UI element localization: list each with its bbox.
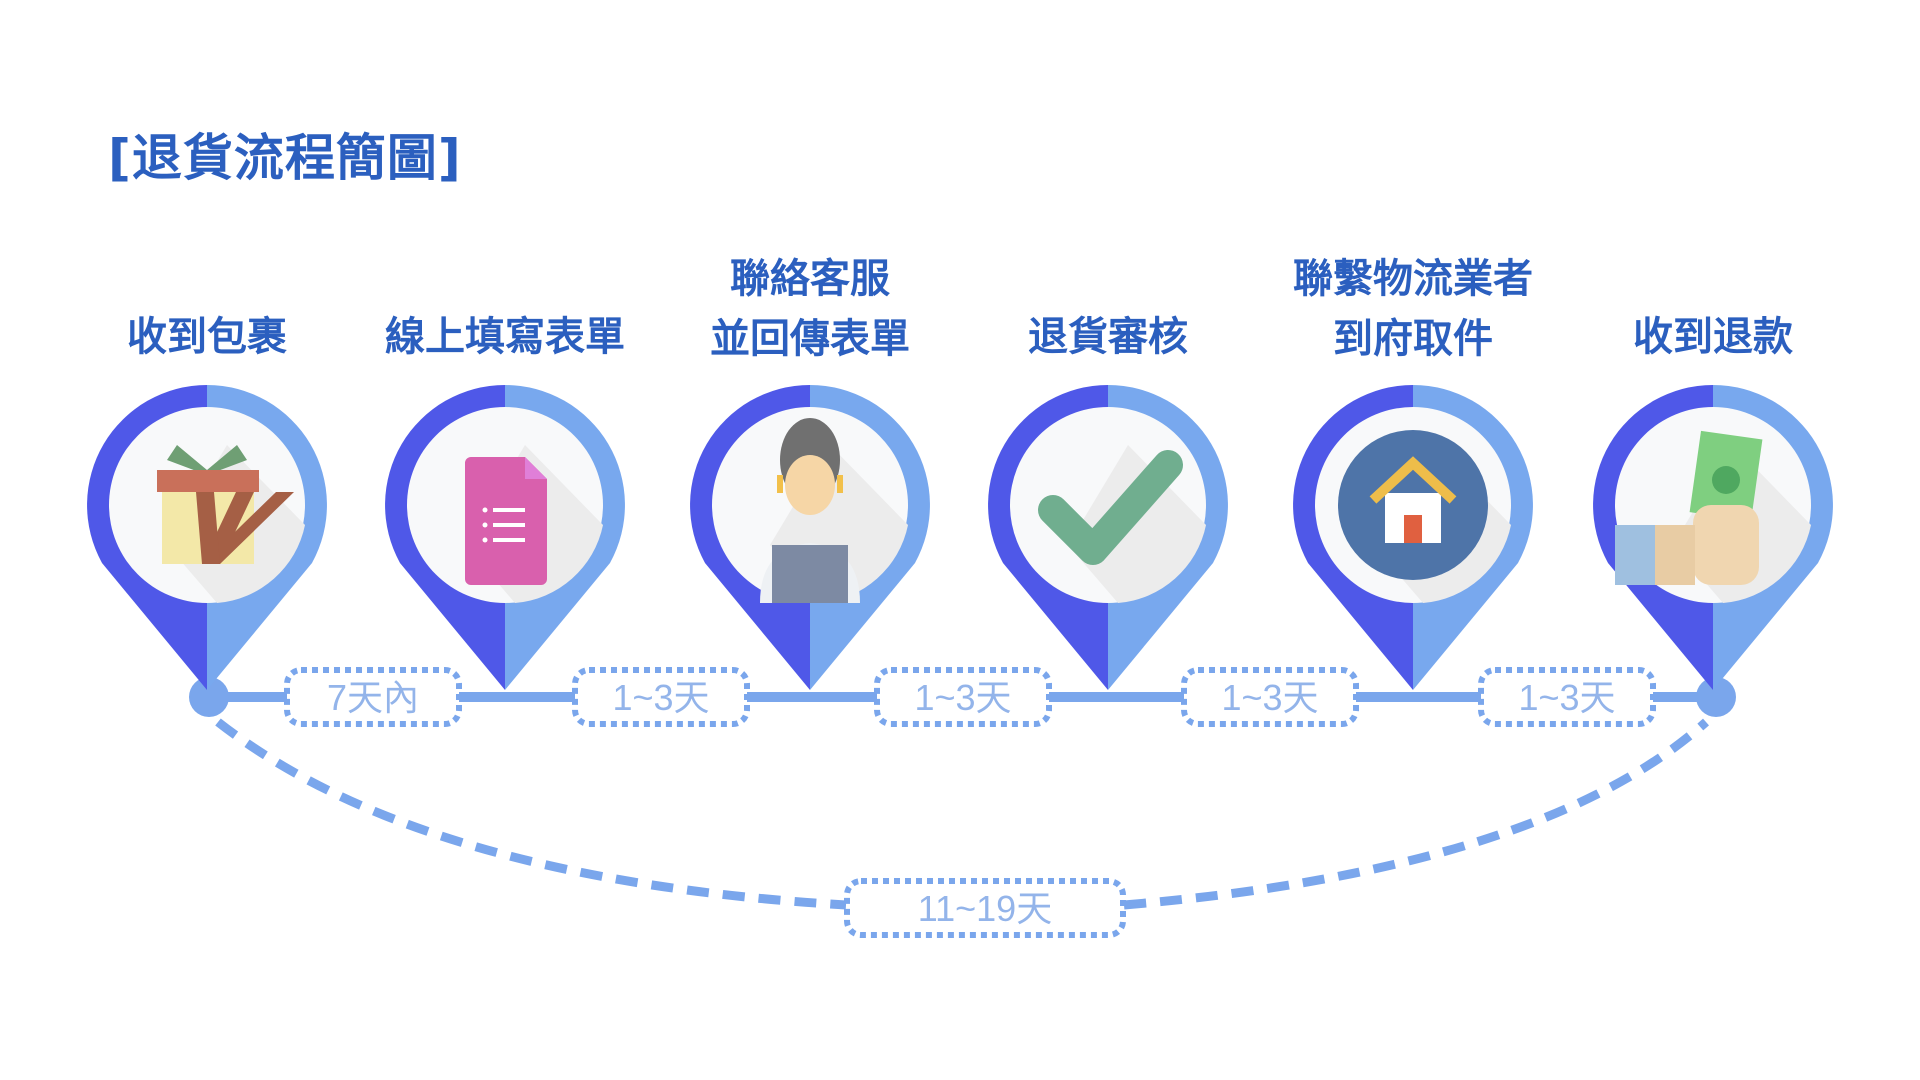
step-label: 並回傳表單 <box>710 316 910 362</box>
timeline-start-dot <box>189 677 229 717</box>
total-duration-arc-right <box>1123 718 1709 910</box>
step-1: 收到包裹 <box>87 314 327 690</box>
duration-box-border <box>572 667 750 727</box>
step-2: 線上填寫表單 <box>385 314 625 690</box>
step-6: 收到退款 <box>1593 314 1833 690</box>
step-label: 收到包裹 <box>127 314 287 360</box>
duration-box-border <box>1181 667 1359 727</box>
duration-box: 1~3天 <box>874 667 1052 727</box>
customer-service-agent-icon <box>760 418 860 603</box>
icon-long-shadow <box>1068 445 1206 603</box>
duration-label: 1~3天 <box>914 677 1011 718</box>
duration-box: 1~3天 <box>1478 667 1656 727</box>
duration-label: 1~3天 <box>1518 677 1615 718</box>
timeline-end-dot <box>1696 677 1736 717</box>
duration-label: 1~3天 <box>612 677 709 718</box>
step-label: 聯繫物流業者 <box>1293 256 1533 302</box>
money-in-hand-icon <box>1615 430 1763 585</box>
step-label: 收到退款 <box>1633 314 1793 360</box>
duration-box: 7天內 <box>284 667 462 727</box>
duration-box: 1~3天 <box>1181 667 1359 727</box>
duration-box-border <box>284 667 462 727</box>
house-icon <box>1338 430 1488 580</box>
total-duration-box: 11~19天 <box>844 878 1126 938</box>
total-duration-arc-left <box>215 718 847 910</box>
step-label: 到府取件 <box>1333 316 1493 362</box>
duration-box: 1~3天 <box>572 667 750 727</box>
duration-label: 7天內 <box>327 677 419 718</box>
total-duration-label: 11~19天 <box>918 888 1052 929</box>
step-4: 退貨審核 <box>988 314 1228 690</box>
duration-label: 1~3天 <box>1221 677 1318 718</box>
page-title: [退貨流程簡圖] <box>108 129 462 187</box>
step-label: 聯絡客服 <box>730 256 890 302</box>
form-document-icon <box>465 457 547 585</box>
duration-box-border <box>1478 667 1656 727</box>
total-duration-box-border <box>844 878 1126 938</box>
checkmark-icon <box>1038 450 1183 565</box>
step-label: 線上填寫表單 <box>385 314 625 360</box>
gift-icon <box>157 445 294 564</box>
duration-box-border <box>874 667 1052 727</box>
step-label: 退貨審核 <box>1028 314 1188 360</box>
